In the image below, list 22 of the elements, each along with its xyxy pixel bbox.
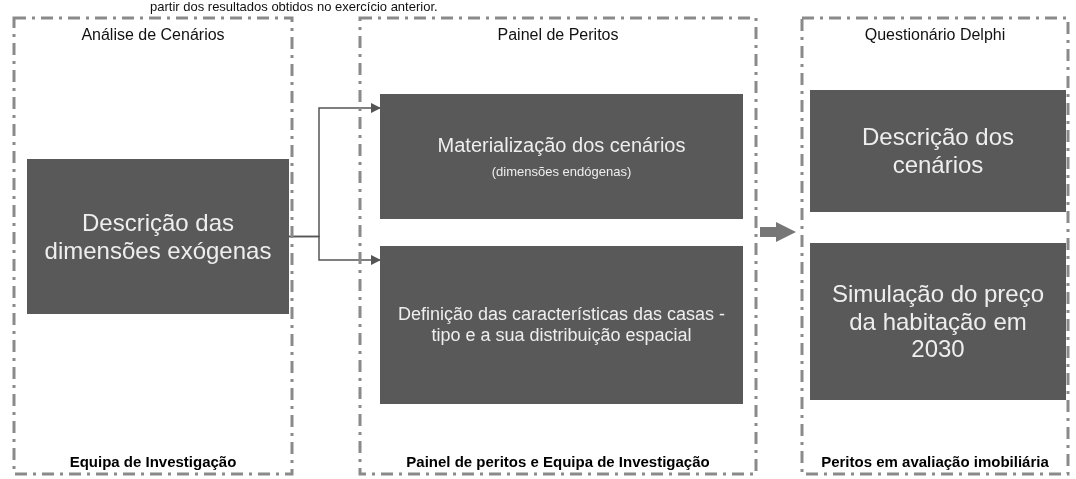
box-text: Materialização dos cenários bbox=[437, 133, 686, 157]
panel-footer: Equipa de Investigação bbox=[12, 452, 294, 470]
box-text: Definição das características das casas - tipo e a sua distribuição espacial bbox=[396, 304, 727, 346]
panel-heading: Questionário Delphi bbox=[863, 26, 1007, 45]
process-box bbox=[810, 243, 1066, 400]
process-box bbox=[380, 94, 743, 219]
dashed-panel bbox=[358, 16, 758, 476]
panel-footer: Peritos em avaliação imobiliária bbox=[800, 452, 1070, 470]
panel-heading: Painel de Peritos bbox=[496, 26, 620, 45]
dashed-panel bbox=[12, 16, 294, 476]
box-text: Simulação do preço da habitação em 2030 bbox=[830, 280, 1046, 363]
panel-footer: Painel de peritos e Equipa de Investigação bbox=[358, 452, 758, 470]
box-text: Descrição dos cenários bbox=[860, 123, 1016, 179]
box-subtext: (dimensões endógenas) bbox=[491, 164, 632, 180]
box-text: Descrição das dimensões exógenas bbox=[43, 208, 273, 265]
process-box bbox=[27, 159, 289, 314]
block-arrow bbox=[760, 222, 796, 242]
note-text: partir dos resultados obtidos no exercício anterior. bbox=[150, 0, 438, 14]
process-box bbox=[810, 90, 1066, 212]
process-box bbox=[380, 246, 743, 404]
dashed-panel bbox=[800, 16, 1070, 476]
panel-heading: Análise de Cenários bbox=[80, 26, 226, 45]
